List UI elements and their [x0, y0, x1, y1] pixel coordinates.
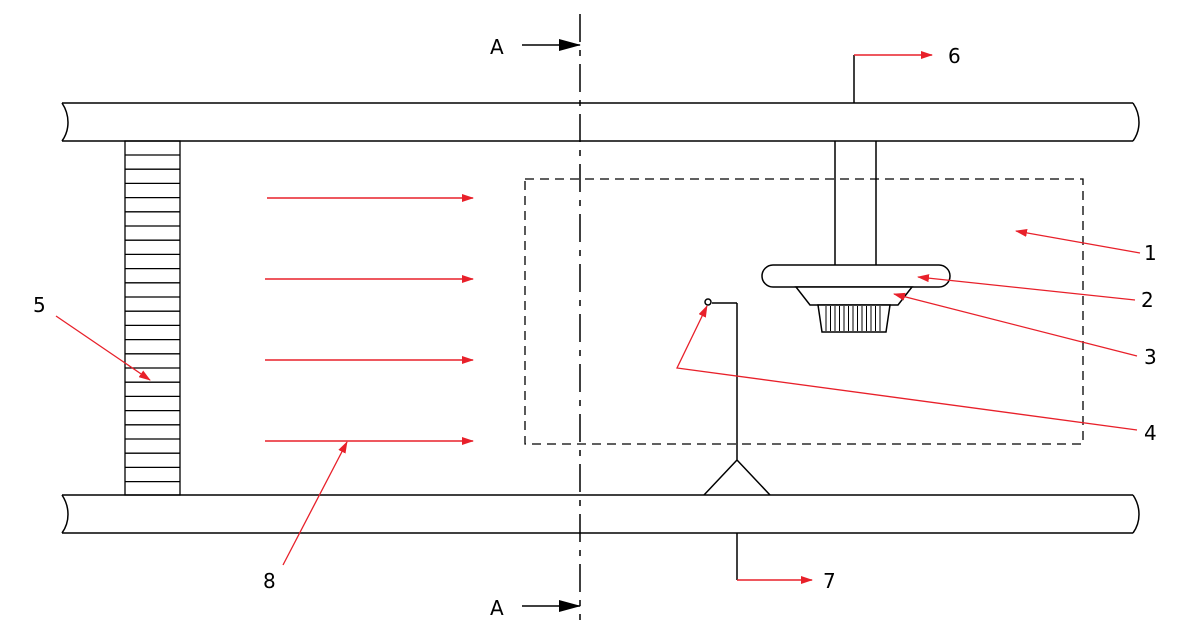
flow-arrows — [265, 194, 474, 445]
callout-8: 8 — [263, 569, 276, 593]
callout-1: 1 — [1144, 241, 1157, 265]
bottom-wall — [61, 494, 1140, 534]
leader-5 — [55, 315, 151, 381]
callout-6: 6 — [948, 44, 961, 68]
leader-4 — [676, 305, 1138, 431]
leader-8 — [282, 441, 348, 566]
top-wall — [61, 102, 1140, 142]
ceiling-fixture — [761, 141, 951, 333]
section-label-top: A — [490, 35, 504, 59]
callout-2: 2 — [1141, 288, 1154, 312]
callout-3: 3 — [1144, 345, 1157, 369]
test-region — [524, 178, 1084, 445]
leader-lines — [55, 228, 1141, 566]
callout-5: 5 — [33, 293, 46, 317]
leader-3 — [893, 292, 1138, 357]
callout-7: 7 — [823, 569, 836, 593]
probe-stand — [703, 298, 771, 496]
leader-1 — [1015, 228, 1141, 254]
section-label-bottom: A — [490, 596, 504, 620]
leader-2 — [917, 274, 1136, 301]
outlet-pipes — [736, 55, 855, 580]
flow-straightener — [124, 140, 181, 496]
callout-4: 4 — [1144, 421, 1157, 445]
